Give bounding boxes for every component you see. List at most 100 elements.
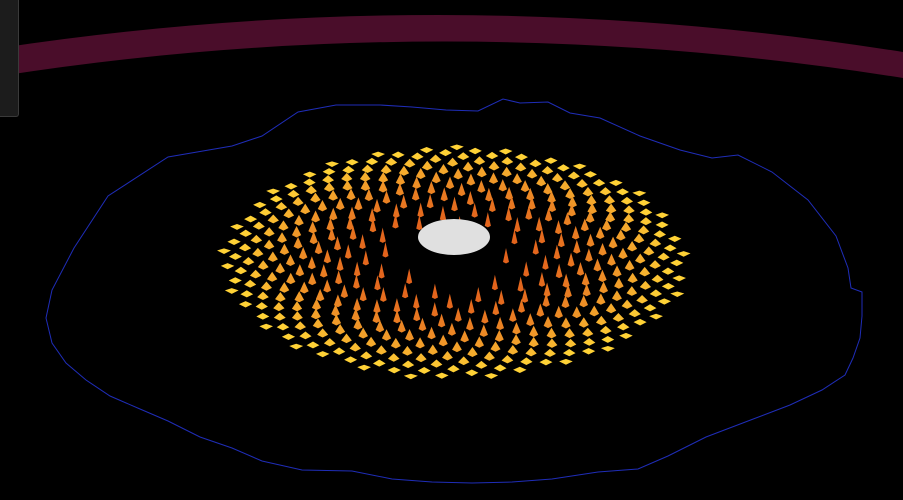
spiral-marker bbox=[624, 259, 635, 271]
center-disc bbox=[418, 219, 490, 255]
spiral-marker bbox=[393, 298, 401, 313]
spiral-marker bbox=[275, 201, 288, 211]
spiral-marker bbox=[378, 180, 388, 193]
spiral-marker bbox=[300, 203, 311, 215]
spiral-marker bbox=[505, 186, 514, 200]
spiral-marker bbox=[595, 315, 607, 326]
spiral-marker bbox=[306, 341, 320, 349]
spiral-marker bbox=[257, 260, 269, 270]
spiral-marker bbox=[427, 344, 438, 355]
spiral-marker bbox=[281, 333, 296, 340]
spiral-marker bbox=[573, 239, 581, 254]
spiral-marker bbox=[670, 259, 684, 267]
spiral-marker bbox=[255, 302, 268, 310]
spiral-marker bbox=[275, 291, 286, 302]
spiral-marker bbox=[637, 199, 651, 206]
spiral-marker bbox=[349, 342, 361, 352]
spiral-marker bbox=[291, 311, 303, 321]
spiral-marker bbox=[543, 183, 553, 195]
spiral-marker bbox=[639, 280, 652, 290]
spiral-marker bbox=[378, 263, 385, 279]
spiral-marker bbox=[475, 287, 482, 303]
spiral-marker bbox=[440, 187, 448, 202]
spiral-marker bbox=[266, 271, 278, 282]
spiral-marker bbox=[514, 217, 521, 233]
spiral-marker bbox=[240, 290, 254, 298]
spiral-marker bbox=[415, 337, 425, 349]
spiral-marker bbox=[485, 187, 493, 202]
spiral-marker bbox=[538, 228, 546, 244]
spiral-marker bbox=[572, 163, 587, 170]
spiral-marker bbox=[311, 298, 322, 311]
spiral-marker bbox=[259, 208, 272, 216]
spiral-marker bbox=[523, 261, 530, 277]
spiral-marker bbox=[249, 269, 262, 279]
spiral-marker bbox=[238, 301, 253, 308]
spiral-marker bbox=[609, 179, 623, 187]
spiral-marker bbox=[543, 282, 551, 297]
spiral-marker bbox=[276, 323, 290, 331]
spiral-marker bbox=[372, 309, 381, 324]
spiral-marker bbox=[398, 165, 410, 176]
spiral-marker bbox=[299, 281, 309, 294]
spiral-marker bbox=[317, 328, 329, 338]
spiral-marker bbox=[496, 316, 505, 331]
spiral-marker bbox=[400, 194, 408, 209]
spiral-marker bbox=[612, 313, 625, 322]
spiral-marker bbox=[507, 344, 519, 355]
spiral-marker bbox=[474, 336, 484, 348]
spiral-marker bbox=[380, 164, 392, 174]
spiral-marker bbox=[621, 299, 633, 309]
spiral-marker bbox=[567, 203, 576, 217]
spiral-marker bbox=[509, 308, 517, 322]
spiral-marker bbox=[481, 309, 489, 324]
spiral-marker bbox=[605, 303, 617, 314]
spiral-marker bbox=[382, 242, 389, 258]
spiral-marker bbox=[511, 334, 521, 346]
spiral-marker bbox=[447, 322, 456, 336]
spiral-marker bbox=[342, 165, 355, 174]
spiral-marker bbox=[626, 286, 638, 296]
spiral-marker bbox=[484, 212, 491, 228]
spiral-marker bbox=[395, 173, 406, 186]
spiral-marker bbox=[397, 319, 406, 333]
spiral-marker bbox=[559, 358, 573, 365]
spiral-marker bbox=[619, 332, 633, 339]
spiral-marker bbox=[345, 159, 359, 166]
spiral-marker bbox=[415, 353, 427, 363]
spiral-marker bbox=[263, 239, 275, 250]
spiral-marker bbox=[319, 264, 328, 278]
spiral-marker bbox=[381, 329, 392, 341]
spiral-marker bbox=[529, 325, 539, 338]
spiral-marker bbox=[387, 366, 401, 374]
spiral-marker bbox=[371, 151, 385, 158]
spiral-marker bbox=[359, 171, 371, 182]
spiral-marker bbox=[307, 256, 316, 270]
spiral-marker bbox=[453, 168, 463, 180]
spiral-marker bbox=[253, 201, 267, 209]
spiral-marker bbox=[244, 215, 258, 223]
spiral-marker bbox=[561, 295, 570, 309]
spiral-marker bbox=[498, 148, 513, 155]
spiral-marker bbox=[234, 266, 248, 275]
spiral-marker bbox=[467, 346, 478, 357]
spiral-marker bbox=[379, 227, 386, 243]
spiral-marker bbox=[283, 208, 295, 219]
spiral-marker bbox=[598, 243, 607, 256]
spiral-marker bbox=[517, 298, 526, 313]
spiral-marker bbox=[601, 219, 612, 231]
spiral-marker bbox=[466, 173, 476, 186]
spiral-marker bbox=[431, 302, 439, 317]
spiral-marker bbox=[445, 176, 455, 189]
spiral-marker bbox=[403, 373, 418, 380]
spiral-marker bbox=[224, 288, 239, 294]
spiral-marker bbox=[457, 182, 466, 197]
spiral-marker bbox=[623, 213, 635, 224]
spiral-marker bbox=[501, 355, 514, 364]
spiral-marker bbox=[505, 206, 512, 222]
spiral-marker bbox=[468, 147, 482, 155]
side-panel[interactable] bbox=[0, 0, 19, 117]
spiral-marker bbox=[592, 178, 606, 187]
spiral-marker bbox=[447, 157, 459, 167]
